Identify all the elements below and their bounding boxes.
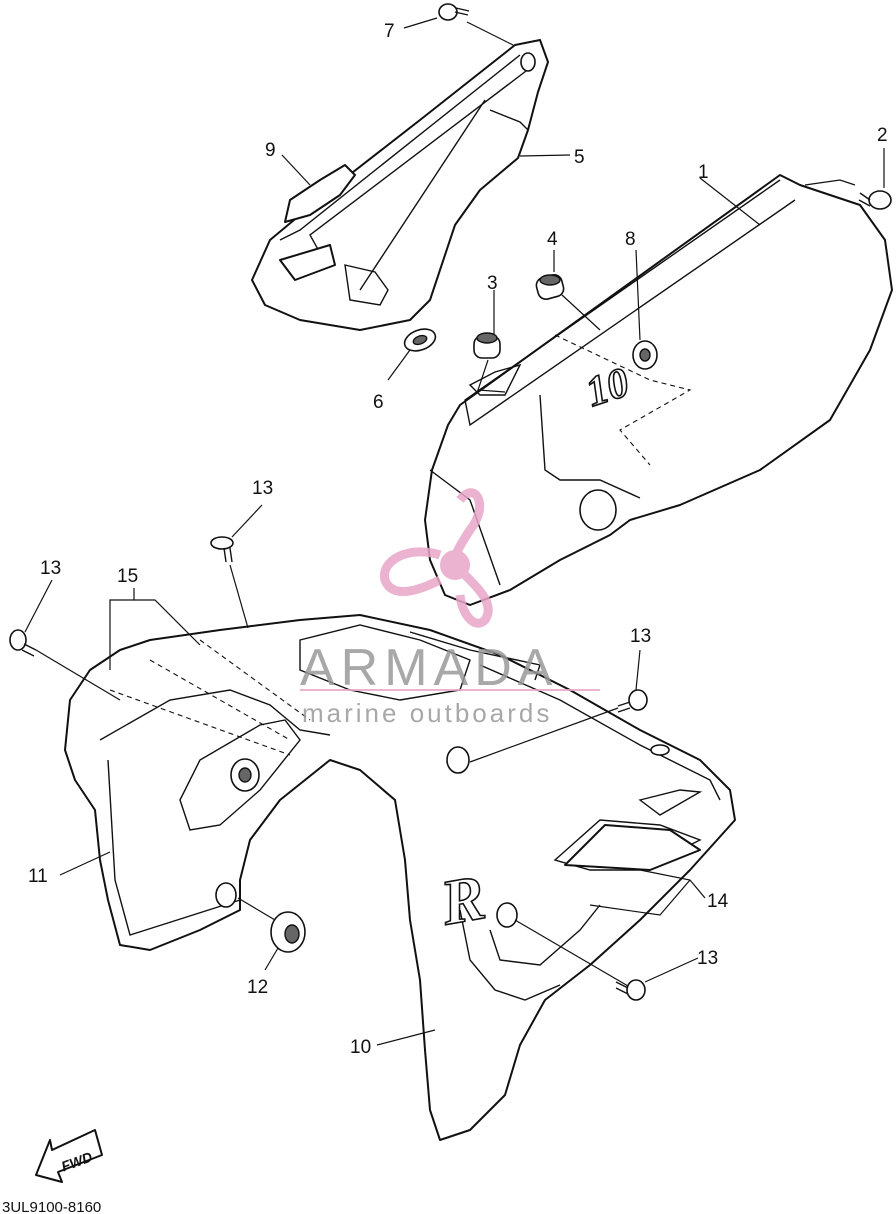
callout-10: 10: [350, 1037, 371, 1058]
callout-13-right: 13: [630, 626, 651, 647]
bolt-13-lower: [615, 979, 646, 1001]
callouts: 1 2 3 4 5 6 7 8 9 10 11 12 13 13 13 13 1…: [28, 21, 888, 1058]
callout-11: 11: [28, 866, 48, 887]
bolt-7: [438, 3, 470, 21]
bolt-13-left: [9, 629, 37, 657]
bolt-2: [858, 190, 892, 210]
upper-bracket-panel: [251, 39, 549, 331]
watermark-brand: ARMADA: [300, 639, 558, 697]
callout-7: 7: [384, 21, 395, 42]
watermark-logo: [380, 488, 493, 628]
callout-5: 5: [574, 147, 585, 168]
bolt-13-right: [617, 689, 648, 713]
watermark: ARMADA marine outboards: [300, 488, 600, 728]
side-cover-lower: R: [64, 614, 736, 1141]
drawing-code: 3UL9100-8160: [2, 1199, 101, 1214]
callout-8: 8: [625, 229, 636, 250]
label-guide-dashes: [109, 639, 311, 756]
callout-13-top: 13: [252, 478, 273, 499]
callout-9: 9: [265, 140, 276, 161]
watermark-tagline: marine outboards: [302, 698, 552, 728]
callout-12: 12: [247, 977, 268, 998]
grommet-4: [535, 274, 565, 300]
callout-3: 3: [487, 273, 498, 294]
callout-2: 2: [877, 125, 888, 146]
callout-4: 4: [547, 229, 558, 250]
bolt-13-top: [210, 536, 234, 563]
callout-1: 1: [698, 162, 709, 183]
leader-lines: [24, 17, 885, 1046]
side-cover-upper: 10: [424, 174, 893, 606]
callout-13-left: 13: [40, 558, 61, 579]
decal-plate: [564, 824, 701, 871]
fwd-arrow: FWD: [35, 1129, 103, 1183]
callout-6: 6: [373, 392, 384, 413]
grommet-3: [473, 332, 501, 359]
grommet-12: [270, 911, 306, 953]
grommet-6: [403, 328, 437, 352]
panel-tab: [284, 164, 356, 223]
callout-15: 15: [117, 566, 138, 587]
callout-13-lower: 13: [697, 948, 718, 969]
callout-14: 14: [707, 891, 729, 912]
